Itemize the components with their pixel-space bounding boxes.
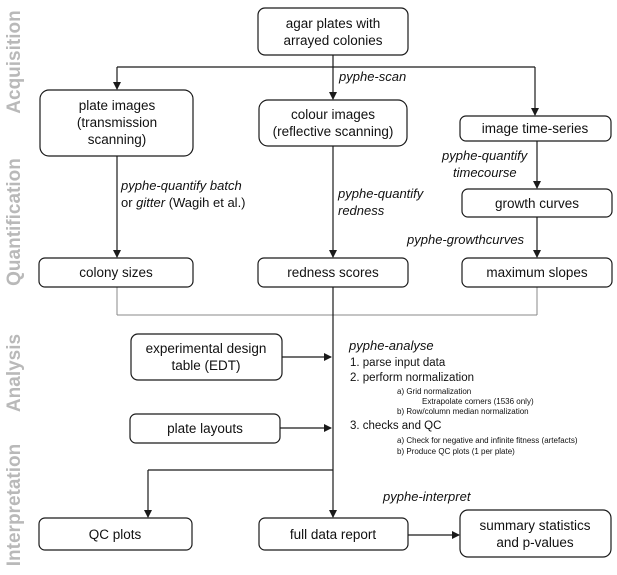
box-summary-statistics: summary statistics and p-values xyxy=(459,509,612,558)
box-image-time-series: image time-series xyxy=(459,115,612,142)
box-qc-plots: QC plots xyxy=(38,517,193,551)
box-label-line: colony sizes xyxy=(79,265,153,280)
box-experimental-design-table: experimental design table (EDT) xyxy=(130,333,283,381)
tool-label-quantify-batch-alt: or gitter (Wagih et al.) xyxy=(121,195,246,210)
box-plate-layouts: plate layouts xyxy=(129,413,281,444)
tool-label-scan: pyphe-scan xyxy=(338,69,406,84)
tool-label-interpret: pyphe-interpret xyxy=(382,489,472,504)
box-label-line: arrayed colonies xyxy=(283,33,382,48)
box-colony-sizes: colony sizes xyxy=(38,257,194,288)
box-label-line: maximum slopes xyxy=(486,265,588,280)
box-label-line: experimental design xyxy=(146,341,267,356)
phase-label-interpretation: Interpretation xyxy=(4,444,25,566)
box-label-line: (reflective scanning) xyxy=(273,124,394,139)
box-label-line: agar plates with xyxy=(286,16,381,31)
tool-label-quantify-redness: pyphe-quantify xyxy=(337,186,425,201)
box-colour-images: colour images (reflective scanning) xyxy=(258,99,408,147)
analyse-substep: a) Grid normalization xyxy=(397,387,471,396)
analyse-step: 3. checks and QC xyxy=(350,420,441,432)
tool-label-growthcurves: pyphe-growthcurves xyxy=(406,232,525,247)
box-full-data-report: full data report xyxy=(258,517,409,551)
box-label-line: QC plots xyxy=(89,527,142,542)
box-agar-plates: agar plates with arrayed colonies xyxy=(257,7,409,56)
analyse-step: 2. perform normalization xyxy=(350,372,474,384)
box-maximum-slopes: maximum slopes xyxy=(461,257,613,288)
box-label-line: and p-values xyxy=(496,535,574,550)
analyse-substep: b) Produce QC plots (1 per plate) xyxy=(397,447,515,456)
analyse-step: 1. parse input data xyxy=(350,357,446,369)
box-plate-images: plate images (transmission scanning) xyxy=(39,89,194,157)
box-label-line: full data report xyxy=(290,527,377,542)
box-label-line: (transmission xyxy=(77,115,157,130)
box-label-line: scanning) xyxy=(88,132,147,147)
box-label-line: table (EDT) xyxy=(171,358,240,373)
box-label-line: image time-series xyxy=(482,121,589,136)
analyse-substep: a) Check for negative and infinite fitne… xyxy=(397,436,578,445)
box-label-line: redness scores xyxy=(287,265,379,280)
tool-label-quantify-batch: pyphe-quantify batch xyxy=(120,178,242,193)
tool-label-quantify-redness-2: redness xyxy=(338,203,385,218)
tool-label-quantify-timecourse-2: timecourse xyxy=(453,165,517,180)
box-label-line: plate images xyxy=(79,98,156,113)
tool-label-quantify-timecourse: pyphe-quantify xyxy=(441,148,529,163)
phase-label-acquisition: Acquisition xyxy=(4,10,25,113)
tool-label-analyse: pyphe-analyse xyxy=(348,338,434,353)
box-growth-curves: growth curves xyxy=(461,188,613,218)
phase-label-quantification: Quantification xyxy=(4,158,25,286)
box-label-line: growth curves xyxy=(495,196,579,211)
analyse-substep: b) Row/column median normalization xyxy=(397,407,529,416)
analyse-steps-list: 1. parse input data 2. perform normaliza… xyxy=(350,357,578,456)
box-label-line: summary statistics xyxy=(479,518,590,533)
box-label-line: colour images xyxy=(291,107,375,122)
phase-label-analysis: Analysis xyxy=(4,334,25,412)
analyse-substep: Extrapolate corners (1536 only) xyxy=(422,397,534,406)
box-label-line: plate layouts xyxy=(167,421,243,436)
box-redness-scores: redness scores xyxy=(257,257,409,288)
